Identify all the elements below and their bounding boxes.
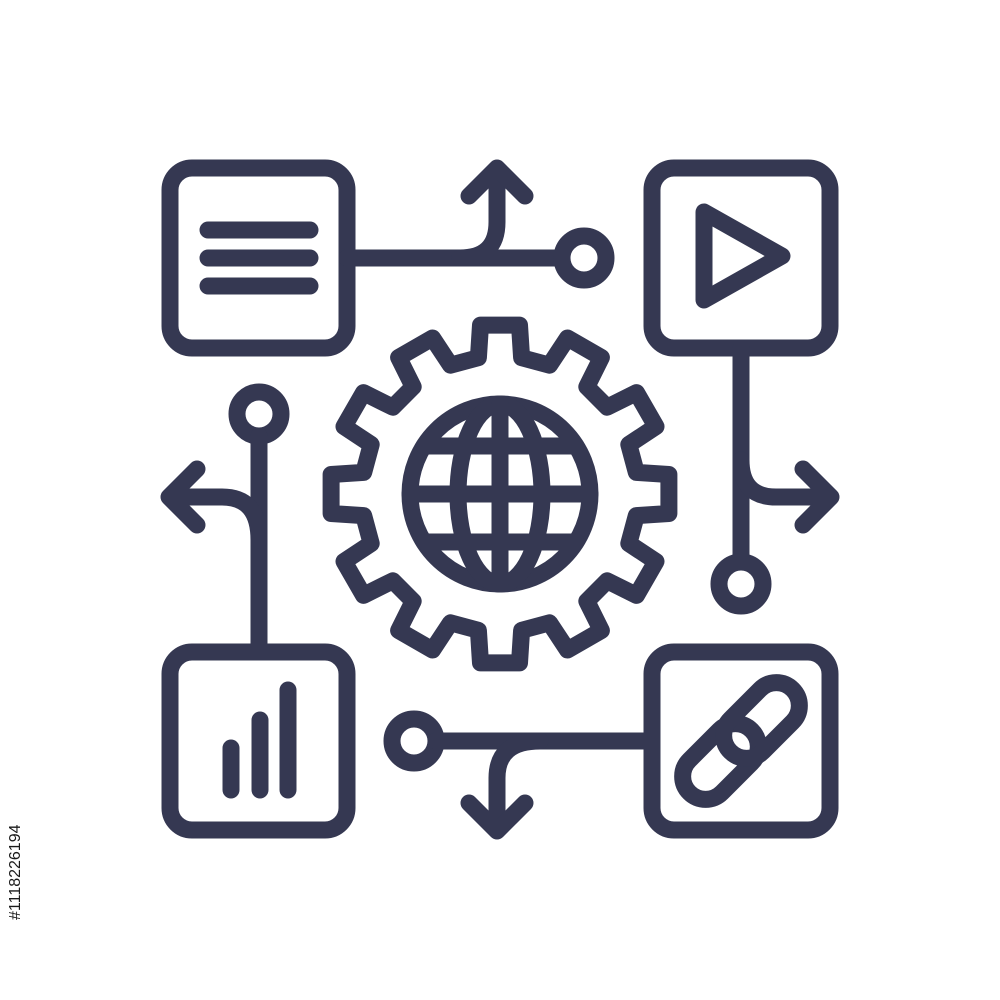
right-branch-curve [732, 451, 839, 506]
gear-globe-icon [322, 316, 678, 672]
play-video-icon [643, 159, 839, 357]
bottom-connector [383, 710, 661, 840]
gear-icon [322, 316, 678, 672]
right-connector [710, 339, 840, 615]
right-node-circle-icon [710, 553, 772, 615]
top-node-circle-icon [553, 227, 615, 289]
chain-link-icon [643, 643, 839, 839]
bar-chart-frame [161, 643, 356, 839]
left-connector [160, 383, 290, 661]
top-connector [338, 159, 615, 289]
chain-link-left [674, 715, 767, 808]
top-branch-curve [451, 161, 506, 267]
bottom-branch-curve [488, 732, 549, 839]
chain-link-right [715, 674, 808, 767]
chain-link-frame [643, 643, 839, 839]
arrow-up-icon [460, 159, 534, 205]
arrow-down-icon [460, 794, 534, 840]
left-branch-curve [161, 488, 268, 549]
bar-chart-icon [161, 643, 356, 839]
text-document-icon [161, 159, 356, 357]
play-video-frame [643, 159, 839, 357]
arrow-left-icon [160, 460, 206, 534]
arrow-right-icon [794, 460, 840, 534]
globe-icon [401, 395, 599, 593]
stock-image-id: #1118226194 [7, 824, 24, 920]
play-triangle-icon [695, 203, 791, 309]
